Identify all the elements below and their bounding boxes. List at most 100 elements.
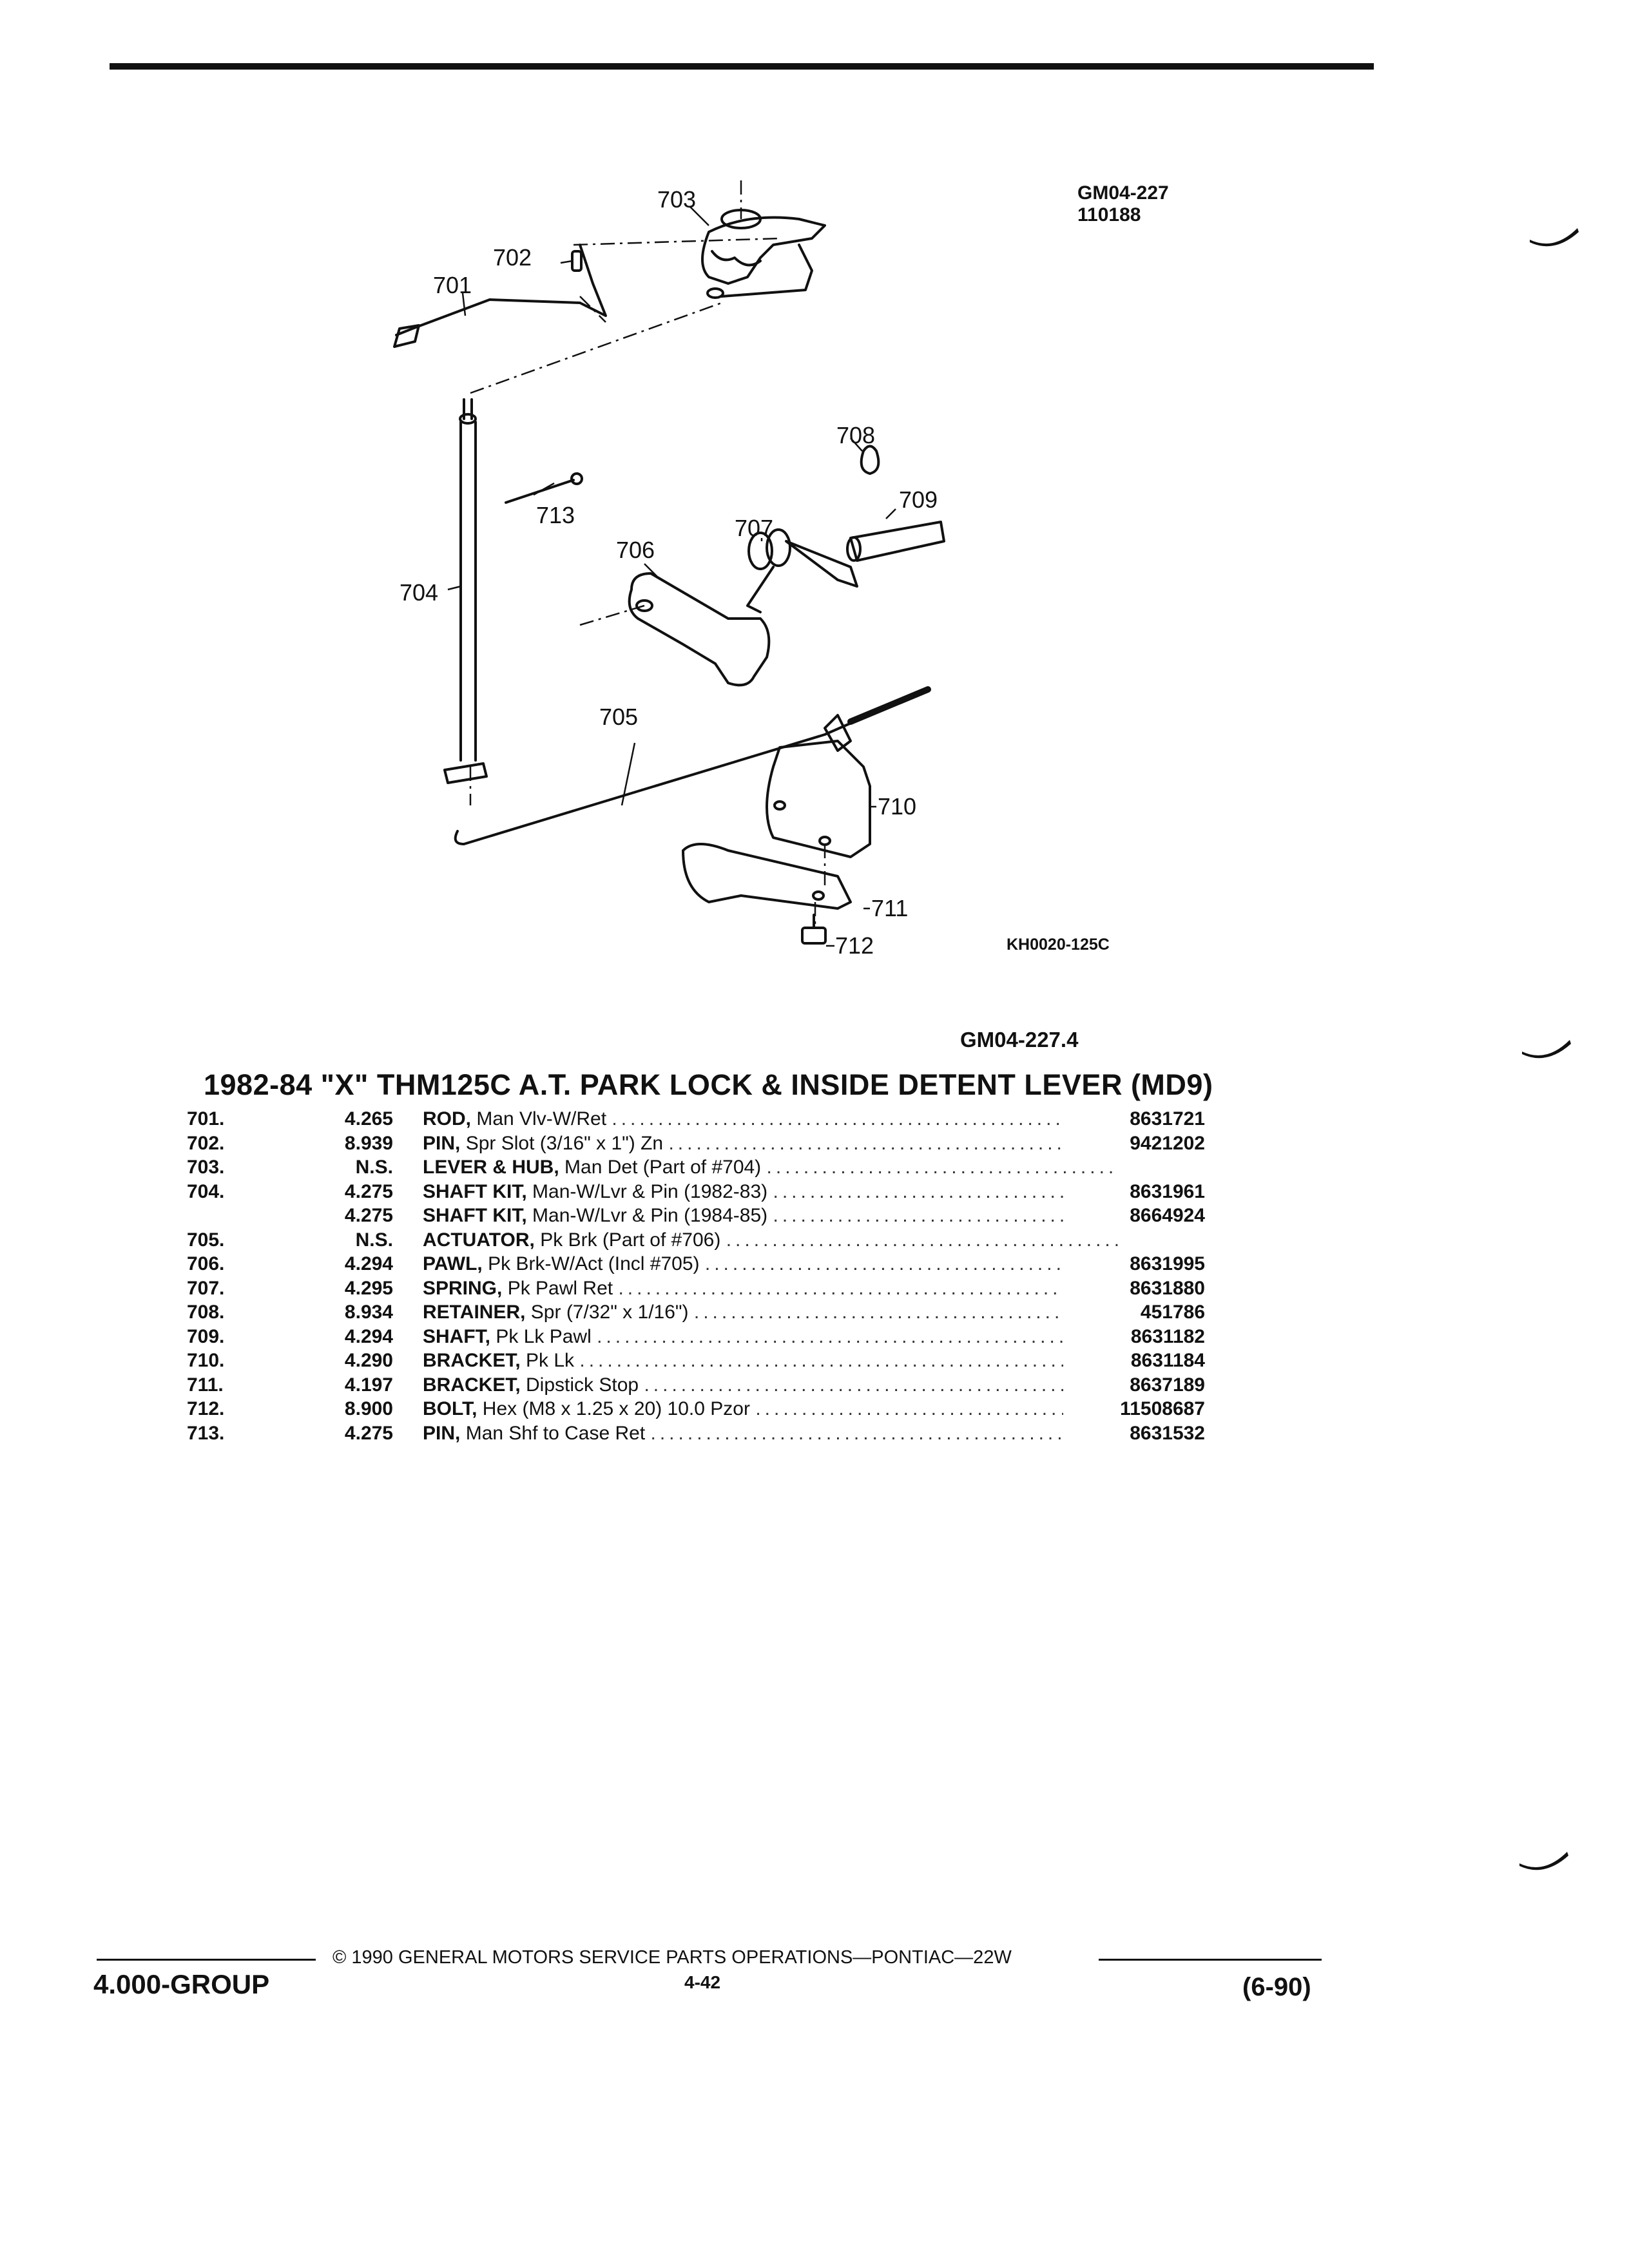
part-detail: Pk Lk Pawl — [496, 1325, 592, 1347]
group-number: 4.275 — [344, 1422, 393, 1444]
part-description: SHAFT KIT, Man-W/Lvr & Pin (1982-83) ...… — [423, 1180, 1119, 1204]
part-detail: Man Shf to Case Ret — [465, 1422, 646, 1444]
part-number: 8631880 — [1063, 1276, 1205, 1300]
retainer-708 — [860, 445, 880, 475]
leader-dots: ........................................… — [755, 1398, 1119, 1419]
callout-711: 711 — [871, 895, 908, 921]
bolt-712 — [801, 914, 827, 945]
spring-707 — [746, 528, 858, 613]
part-name: SHAFT KIT, — [423, 1180, 527, 1202]
part-name: BOLT, — [423, 1398, 477, 1419]
part-description: SHAFT, Pk Lk Pawl ......................… — [423, 1325, 1119, 1349]
part-detail: Hex (M8 x 1.25 x 20) 10.0 Pzor — [482, 1398, 750, 1419]
group-number: 4.294 — [344, 1325, 393, 1347]
part-number: 8637189 — [1063, 1372, 1205, 1397]
part-detail: Pk Lk — [526, 1350, 575, 1371]
group-number: 4.294 — [344, 1253, 393, 1274]
group-number: 4.295 — [344, 1277, 393, 1299]
leader-dots: ........................................… — [579, 1350, 1119, 1371]
parts-row: 703.N.S.LEVER & HUB, Man Det (Part of #7… — [187, 1155, 1218, 1180]
part-detail: Pk Pawl Ret — [507, 1277, 613, 1299]
part-description: SHAFT KIT, Man-W/Lvr & Pin (1984-85) ...… — [423, 1204, 1119, 1227]
part-description: ROD, Man Vlv-W/Ret .....................… — [423, 1107, 1119, 1131]
part-description: PIN, Spr Slot (3/16" x 1") Zn ..........… — [423, 1131, 1119, 1155]
parts-row: 713. 4.275 PIN, Man Shf to Case Ret ......… — [187, 1421, 1218, 1446]
callout-710: 710 — [878, 793, 916, 820]
group-number: 8.900 — [344, 1398, 393, 1419]
item-number: 713. — [187, 1422, 225, 1444]
shaft-704 — [443, 398, 488, 784]
figure-reference-date: 110188 — [1077, 204, 1141, 226]
callout-705: 705 — [599, 704, 638, 730]
footer-date: (6-90) — [1242, 1973, 1311, 2001]
part-description: ACTUATOR, Pk Brk (Part of #706) ........… — [423, 1228, 1119, 1252]
rod-701 — [395, 244, 607, 336]
part-detail: Pk Brk-W/Act (Incl #705) — [488, 1253, 700, 1274]
leader-dots: ........................................… — [726, 1229, 1119, 1251]
leader-dots: ........................................… — [773, 1180, 1119, 1202]
part-name: ROD, — [423, 1108, 471, 1129]
callout-712: 712 — [835, 932, 874, 959]
section-title: 1982-84 "X" THM125C A.T. PARK LOCK & INS… — [204, 1068, 1213, 1101]
exploded-parts-drawing: 703 702 701 708 709 713 707 706 704 705 … — [393, 180, 945, 959]
part-description: BOLT, Hex (M8 x 1.25 x 20) 10.0 Pzor ...… — [423, 1397, 1119, 1421]
drawing-code: KH0020-125C — [1007, 936, 1110, 954]
bracket-710 — [766, 740, 871, 858]
part-description: SPRING, Pk Pawl Ret ....................… — [423, 1276, 1119, 1300]
leader-dots: ........................................… — [612, 1108, 1119, 1129]
footer-copyright: © 1990 GENERAL MOTORS SERVICE PARTS OPER… — [333, 1947, 1012, 1968]
bracket-711 — [682, 843, 852, 910]
group-number: 4.290 — [344, 1350, 393, 1371]
part-name: PIN, — [423, 1132, 461, 1154]
leader-dots: ........................................… — [618, 1277, 1119, 1299]
part-name: BRACKET, — [423, 1374, 521, 1396]
item-number: 710. — [187, 1350, 225, 1371]
callout-701: 701 — [433, 272, 472, 298]
pin-702 — [571, 250, 583, 272]
leader-dots: ........................................… — [597, 1325, 1119, 1347]
top-rule — [110, 63, 1374, 70]
item-number: 701. — [187, 1108, 225, 1129]
part-description: PIN, Man Shf to Case Ret ...............… — [423, 1421, 1119, 1445]
part-number: 8631721 — [1063, 1107, 1205, 1131]
part-number: 8631184 — [1063, 1349, 1205, 1372]
part-description: LEVER & HUB, Man Det (Part of #704) ....… — [423, 1155, 1119, 1179]
item-number: 709. — [187, 1325, 225, 1347]
part-number: 8631995 — [1063, 1252, 1205, 1276]
item-number: 705. — [187, 1229, 225, 1251]
parts-row: 705.N.S.ACTUATOR, Pk Brk (Part of #706) … — [187, 1228, 1218, 1253]
part-description: BRACKET, Dipstick Stop .................… — [423, 1373, 1119, 1397]
callout-708: 708 — [836, 422, 875, 448]
parts-row: 710. 4.290 BRACKET, Pk Lk ................… — [187, 1349, 1218, 1373]
group-number: 8.934 — [344, 1302, 393, 1323]
item-number: 702. — [187, 1132, 225, 1154]
part-name: LEVER & HUB, — [423, 1157, 559, 1178]
part-name: PAWL, — [423, 1253, 483, 1274]
part-name: RETAINER, — [423, 1302, 526, 1323]
footer-group: 4.000-GROUP — [93, 1969, 270, 1999]
callout-702: 702 — [493, 244, 532, 271]
item-number: 712. — [187, 1398, 225, 1419]
figure-reference-code: GM04-227 — [1077, 182, 1169, 204]
pawl-706 — [628, 572, 771, 687]
binder-mark-top — [1530, 228, 1579, 247]
callout-707: 707 — [735, 515, 773, 541]
part-number: 451786 — [1063, 1300, 1205, 1324]
leader-dots: ........................................… — [693, 1302, 1119, 1323]
part-number: 8631182 — [1063, 1324, 1205, 1349]
group-number: 4.275 — [344, 1180, 393, 1202]
group-number: 4.197 — [344, 1374, 393, 1396]
part-name: SHAFT, — [423, 1325, 490, 1347]
part-name: BRACKET, — [423, 1350, 521, 1371]
figure-reference: GM04-227 110188 — [1077, 182, 1169, 226]
leader-dots: ........................................… — [766, 1157, 1119, 1178]
part-name: ACTUATOR, — [423, 1229, 535, 1251]
callout-704: 704 — [400, 579, 438, 606]
page-number: 4-42 — [684, 1972, 721, 1992]
callout-703: 703 — [657, 186, 696, 213]
